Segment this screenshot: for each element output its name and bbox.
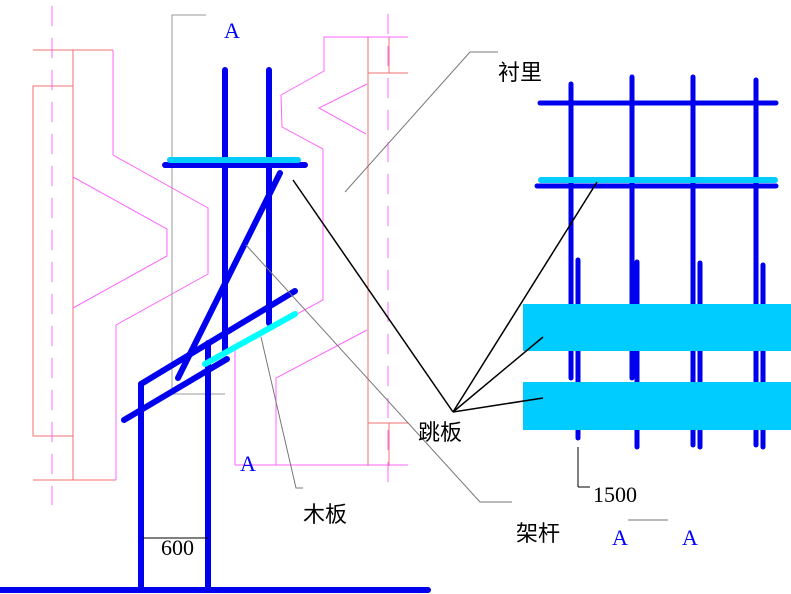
springboard-plank bbox=[523, 382, 791, 430]
label-springboard: 跳板 bbox=[418, 421, 462, 446]
label-wood-board: 木板 bbox=[303, 503, 347, 528]
section-mark-right-a: A bbox=[612, 525, 628, 550]
label-lining: 衬里 bbox=[498, 61, 542, 86]
left-wall-outline bbox=[32, 6, 209, 505]
section-mark-top: A bbox=[224, 18, 240, 43]
springboard-plank bbox=[523, 304, 791, 351]
left-scaffold bbox=[0, 67, 431, 593]
label-scaffold-pole: 架杆 bbox=[516, 522, 560, 547]
section-mark-bottom: A bbox=[240, 451, 256, 476]
section-mark-right-b: A bbox=[682, 525, 698, 550]
wood-board bbox=[202, 311, 298, 367]
slanted-ledger bbox=[138, 288, 298, 387]
dimension-1500: 1500 bbox=[593, 482, 637, 507]
leader-lines bbox=[143, 51, 668, 539]
section-bracket bbox=[171, 14, 225, 395]
dimension-600: 600 bbox=[161, 535, 194, 560]
diagonal-brace bbox=[175, 170, 283, 381]
right-wall-outline bbox=[234, 14, 408, 490]
